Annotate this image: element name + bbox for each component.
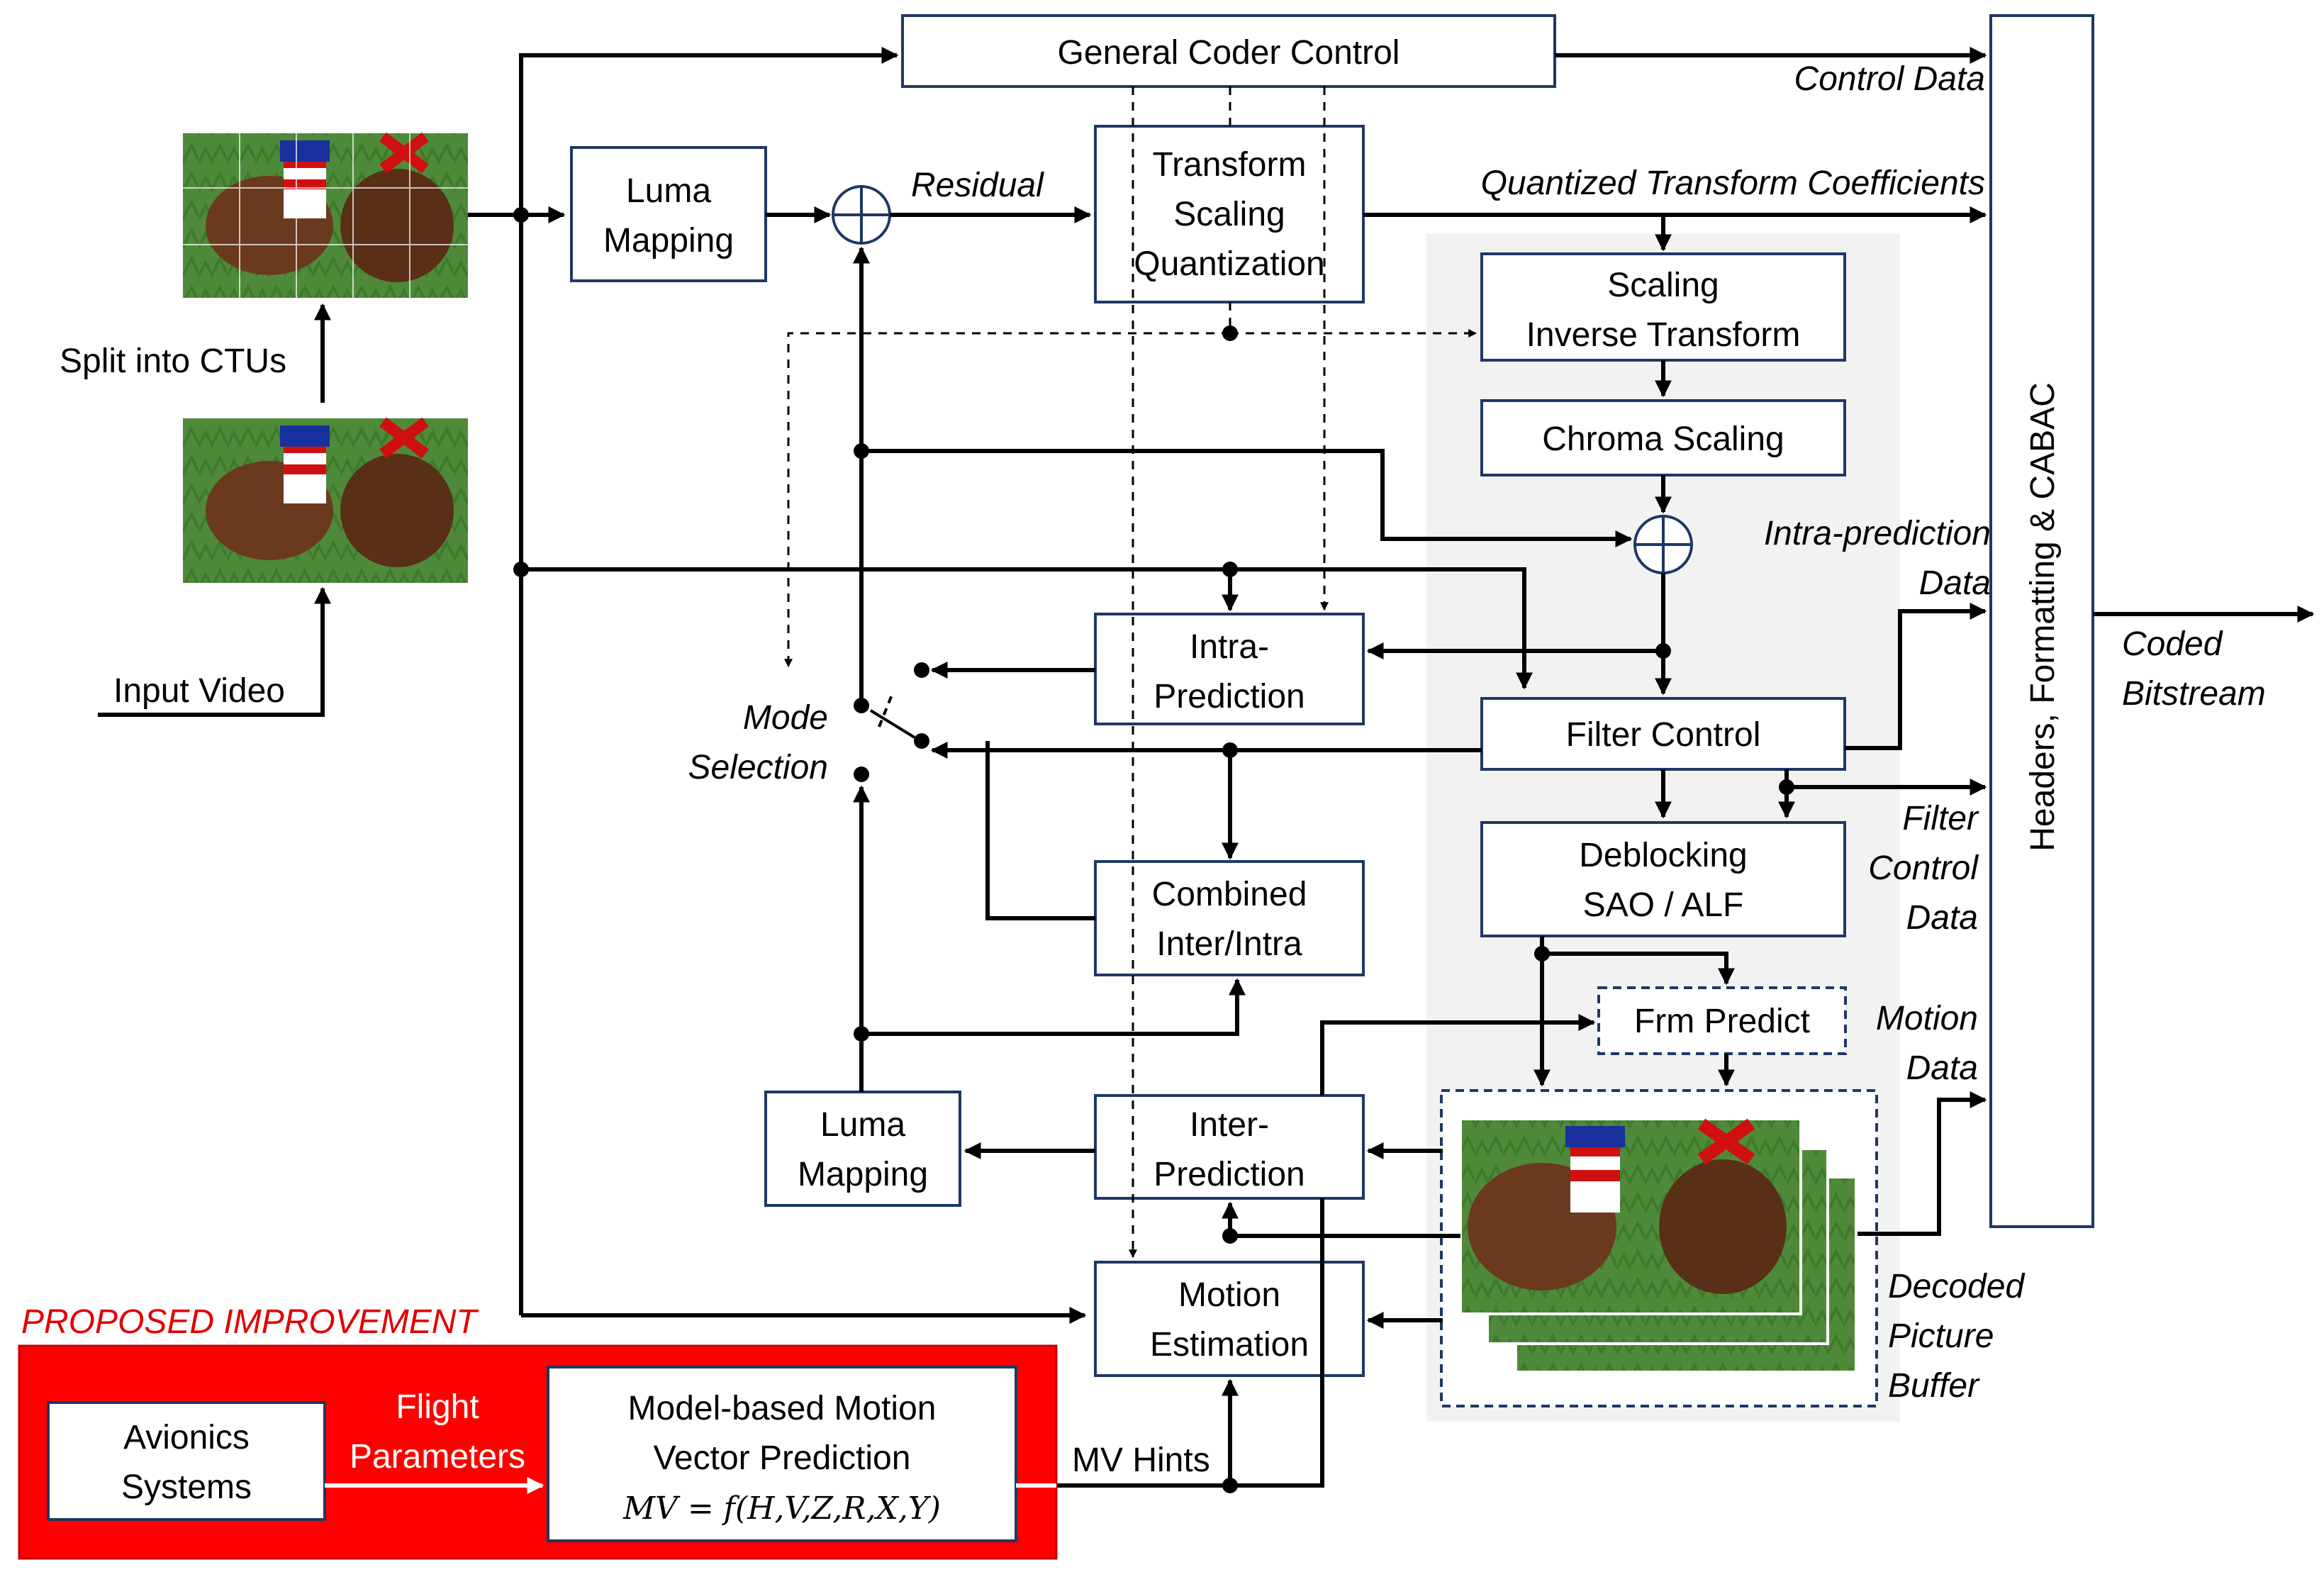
tsq-line2: Scaling: [1173, 196, 1285, 233]
general-coder-control-block: General Coder Control: [901, 14, 1556, 88]
residual-sum-node: [832, 185, 891, 245]
intra-prediction-data-line2: Data: [1919, 564, 1991, 602]
mv-hints-label: MV Hints: [1072, 1442, 1210, 1479]
filter-control-data-line2: Control: [1868, 849, 1979, 887]
avionics-systems-block: Avionics Systems: [47, 1401, 326, 1521]
avionics-line2: Systems: [121, 1468, 252, 1506]
mbmvp-line2: Vector Prediction: [654, 1439, 911, 1477]
control-data-label: Control Data: [1794, 60, 1985, 98]
luma-mapping-bottom-line2: Mapping: [798, 1156, 928, 1193]
filter-control-data-line3: Data: [1906, 899, 1978, 937]
headers-formatting-cabac-label: Headers, Formatting & CABAC: [2024, 382, 2062, 852]
mode-selection-line2: Selection: [688, 749, 828, 786]
deblocking-line2: SAO / ALF: [1583, 886, 1744, 924]
sit-line1: Scaling: [1607, 267, 1719, 304]
decoded-picture-buffer-line2: Picture: [1888, 1317, 1994, 1355]
mv-formula: MV = f(H,V,Z,R,X,Y): [622, 1490, 941, 1527]
quantized-transform-coefficients-label: Quantized Transform Coefficients: [1481, 165, 1985, 202]
inter-pred-line1: Inter-: [1190, 1106, 1269, 1144]
model-based-mv-prediction-block: Model-based Motion Vector Prediction MV …: [547, 1366, 1017, 1542]
split-into-ctus-label: Split into CTUs: [60, 342, 286, 380]
luma-mapping-top-block: Luma Mapping: [570, 146, 767, 282]
motion-data-line1: Motion: [1876, 1000, 1978, 1037]
deblocking-line1: Deblocking: [1579, 837, 1747, 874]
filter-control-block: Filter Control: [1480, 697, 1846, 771]
luma-mapping-bottom-line1: Luma: [820, 1106, 905, 1144]
chroma-scaling-block: Chroma Scaling: [1480, 399, 1846, 476]
avionics-line1: Avionics: [123, 1419, 250, 1456]
transform-scaling-quantization-block: Transform Scaling Quantization: [1094, 125, 1365, 303]
sit-line2: Inverse Transform: [1526, 316, 1801, 354]
coded-bitstream-line2: Bitstream: [2122, 675, 2266, 713]
flight-parameters-line2: Parameters: [350, 1438, 525, 1476]
ctu-split-frame: [183, 132, 468, 298]
proposed-improvement-title: PROPOSED IMPROVEMENT: [21, 1303, 479, 1341]
motion-estimation-block: Motion Estimation: [1094, 1261, 1365, 1377]
coded-bitstream-line1: Coded: [2122, 625, 2223, 663]
deblocking-sao-alf-block: Deblocking SAO / ALF: [1480, 821, 1846, 937]
frm-predict-block: Frm Predict: [1597, 986, 1847, 1055]
intra-prediction-data-line1: Intra-prediction: [1764, 515, 1991, 552]
me-line2: Estimation: [1150, 1326, 1309, 1364]
decoded-picture-buffer: [1440, 1089, 1878, 1407]
intra-pred-line2: Prediction: [1153, 678, 1305, 715]
reconstruction-sum-node: [1633, 515, 1693, 574]
input-video-frame: [183, 417, 468, 583]
filter-control-data-line1: Filter: [1902, 800, 1979, 837]
mbmvp-line1: Model-based Motion: [628, 1390, 937, 1427]
tsq-line1: Transform: [1153, 146, 1307, 184]
intra-pred-line1: Intra-: [1190, 628, 1269, 666]
luma-mapping-top-line2: Mapping: [603, 222, 734, 260]
decoded-picture-buffer-line3: Buffer: [1888, 1367, 1980, 1405]
inter-prediction-block: Inter- Prediction: [1094, 1094, 1365, 1200]
inter-pred-line2: Prediction: [1153, 1156, 1305, 1193]
intra-prediction-block: Intra- Prediction: [1094, 613, 1365, 725]
input-video-label: Input Video: [113, 672, 285, 710]
decoded-picture-buffer-line1: Decoded: [1888, 1268, 2025, 1305]
combined-inter-intra-block: Combined Inter/Intra: [1094, 860, 1365, 976]
frm-predict-label: Frm Predict: [1634, 1003, 1810, 1040]
me-line1: Motion: [1178, 1276, 1280, 1314]
general-coder-control-label: General Coder Control: [1058, 34, 1400, 72]
motion-data-line2: Data: [1906, 1049, 1978, 1087]
ciip-line1: Combined: [1152, 876, 1307, 913]
luma-mapping-bottom-block: Luma Mapping: [764, 1091, 961, 1207]
tsq-line3: Quantization: [1134, 245, 1325, 283]
headers-formatting-cabac-block: Headers, Formatting & CABAC: [1989, 14, 2094, 1228]
mode-selection-line1: Mode: [743, 699, 828, 737]
residual-label: Residual: [911, 167, 1044, 204]
scaling-inverse-transform-block: Scaling Inverse Transform: [1480, 252, 1846, 362]
chroma-scaling-label: Chroma Scaling: [1542, 420, 1784, 458]
ciip-line2: Inter/Intra: [1156, 925, 1302, 963]
filter-control-label: Filter Control: [1566, 716, 1761, 754]
flight-parameters-line1: Flight: [396, 1388, 479, 1426]
luma-mapping-top-line1: Luma: [626, 172, 711, 210]
